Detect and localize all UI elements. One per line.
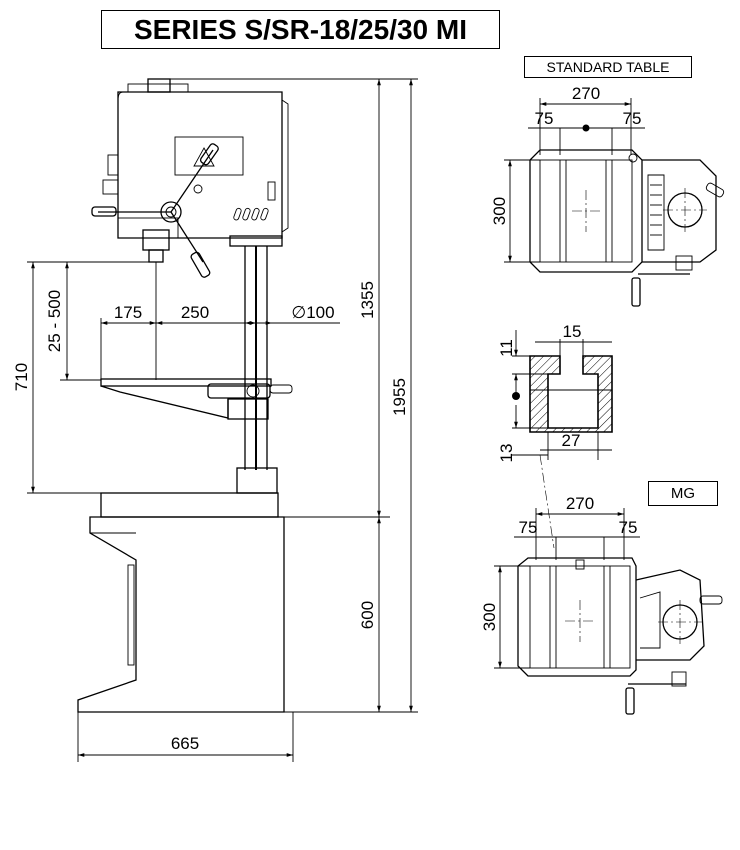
- mg-dim-75-left: 75: [519, 518, 538, 537]
- dim-250: 250: [181, 303, 209, 322]
- std-dim-270: 270: [572, 84, 600, 103]
- mg-dim-75-right: 75: [619, 518, 638, 537]
- std-dim-75-left: 75: [535, 109, 554, 128]
- feed-lever-1: [170, 149, 214, 213]
- t-slot-section: 15 11 13 27: [497, 322, 613, 463]
- dim-1955: 1955: [390, 378, 409, 416]
- standard-table-label: STANDARD TABLE: [524, 56, 692, 78]
- mg-dim-300: 300: [480, 603, 499, 631]
- dim-column-diameter: ∅100: [291, 303, 334, 322]
- mg-label: MG: [648, 481, 718, 506]
- cabinet-stand: [77, 516, 285, 713]
- table-arm: [100, 385, 229, 419]
- std-dim-300: 300: [490, 197, 509, 225]
- mg-table-top-view: 270 75 75 300: [480, 494, 723, 715]
- spindle-nose: [142, 229, 170, 251]
- tslot-dim-13: 13: [497, 444, 516, 463]
- page-title: SERIES S/SR-18/25/30 MI: [101, 10, 500, 49]
- mg-dim-270: 270: [566, 494, 594, 513]
- dim-600: 600: [358, 601, 377, 629]
- main-dimensions: 175 250 ∅100 25 - 500 710 1355 1955 600 …: [12, 78, 418, 762]
- drill-press-side-view: [77, 78, 293, 713]
- dim-710: 710: [12, 363, 31, 391]
- dim-stroke-range: 25 - 500: [45, 290, 64, 352]
- mg-table-outline: [517, 557, 637, 677]
- std-dim-75-right: 75: [623, 109, 642, 128]
- t-slot-profile: [529, 355, 613, 433]
- std-table-outline: [529, 149, 643, 273]
- tslot-dim-15: 15: [563, 322, 582, 341]
- tslot-dim-27: 27: [562, 431, 581, 450]
- std-crank-handle: [631, 277, 641, 307]
- warning-plate: [174, 136, 244, 176]
- feed-lever-2: [170, 211, 204, 263]
- section-leader: [539, 454, 555, 549]
- dim-175: 175: [114, 303, 142, 322]
- side-knob: [107, 154, 119, 176]
- speed-slots: [233, 207, 269, 221]
- dim-665: 665: [171, 734, 199, 753]
- motor-cap: [147, 78, 171, 93]
- base-plate: [100, 492, 279, 518]
- standard-table-top-view: 270 75 75 300: [490, 84, 725, 307]
- dim-1355: 1355: [358, 281, 377, 319]
- column-base-collar: [236, 467, 278, 494]
- mg-crank-handle: [625, 687, 635, 715]
- tslot-dim-11: 11: [497, 339, 516, 357]
